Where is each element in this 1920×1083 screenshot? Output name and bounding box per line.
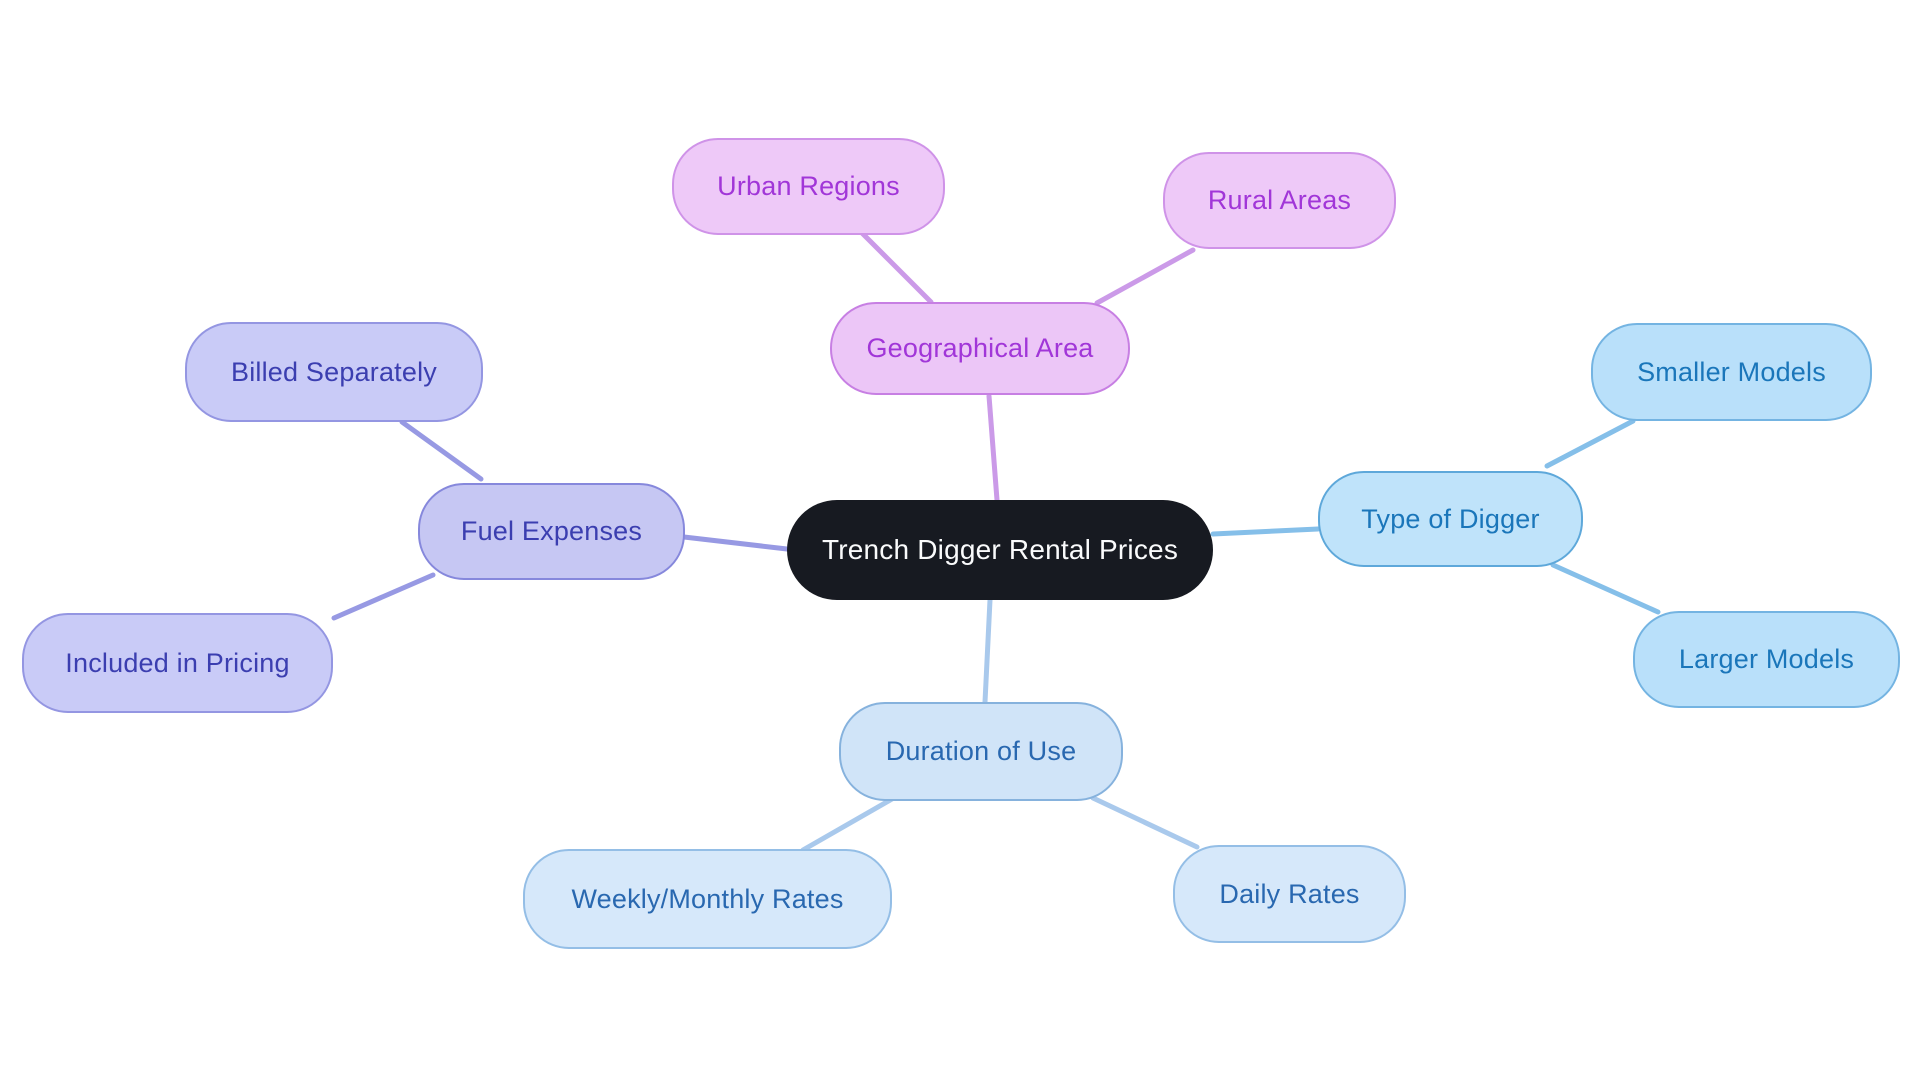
- node-urban-regions[interactable]: Urban Regions: [672, 138, 945, 235]
- edge-center-type-of-digger: [1210, 526, 1321, 537]
- node-label: Duration of Use: [885, 736, 1077, 766]
- edge-duration-of-use-daily-rates: [1090, 795, 1200, 850]
- node-weekly-monthly-rates[interactable]: Weekly/Monthly Rates: [523, 849, 892, 949]
- node-trench-digger-rental-prices[interactable]: Trench Digger Rental Prices: [787, 500, 1213, 600]
- node-daily-rates[interactable]: Daily Rates: [1173, 845, 1406, 943]
- edge-center-duration-of-use: [982, 597, 993, 705]
- edge-fuel-expenses-included-in-pricing: [331, 572, 436, 621]
- edge-duration-of-use-weekly-monthly-rates: [800, 796, 895, 853]
- node-fuel-expenses[interactable]: Fuel Expenses: [418, 483, 685, 580]
- node-label: Rural Areas: [1207, 185, 1352, 215]
- edge-type-of-digger-smaller-models: [1544, 418, 1636, 469]
- node-label: Weekly/Monthly Rates: [571, 883, 844, 914]
- edge-type-of-digger-larger-models: [1550, 562, 1661, 615]
- edge-center-geographical-area: [986, 393, 1000, 503]
- node-duration-of-use[interactable]: Duration of Use: [839, 702, 1123, 801]
- node-label: Trench Digger Rental Prices: [821, 534, 1179, 565]
- node-label: Billed Separately: [230, 356, 438, 387]
- edge-fuel-expenses-billed-separately: [399, 419, 484, 482]
- node-label: Fuel Expenses: [460, 516, 643, 546]
- node-label: Smaller Models: [1637, 356, 1826, 387]
- node-label: Included in Pricing: [65, 647, 290, 678]
- edge-geographical-area-urban-regions: [859, 230, 934, 305]
- node-smaller-models[interactable]: Smaller Models: [1591, 323, 1872, 421]
- edge-center-fuel-expenses: [681, 534, 790, 552]
- node-label: Daily Rates: [1219, 878, 1360, 909]
- node-rural-areas[interactable]: Rural Areas: [1163, 152, 1396, 249]
- node-label: Type of Digger: [1361, 503, 1540, 534]
- node-billed-separately[interactable]: Billed Separately: [185, 322, 483, 422]
- node-label: Larger Models: [1678, 644, 1855, 674]
- node-label: Geographical Area: [866, 333, 1094, 363]
- node-geographical-area[interactable]: Geographical Area: [830, 302, 1130, 395]
- node-included-in-pricing[interactable]: Included in Pricing: [22, 613, 333, 713]
- node-type-of-digger[interactable]: Type of Digger: [1318, 471, 1583, 567]
- node-larger-models[interactable]: Larger Models: [1633, 611, 1900, 708]
- edge-geographical-area-rural-areas: [1094, 247, 1196, 306]
- node-label: Urban Regions: [717, 171, 900, 201]
